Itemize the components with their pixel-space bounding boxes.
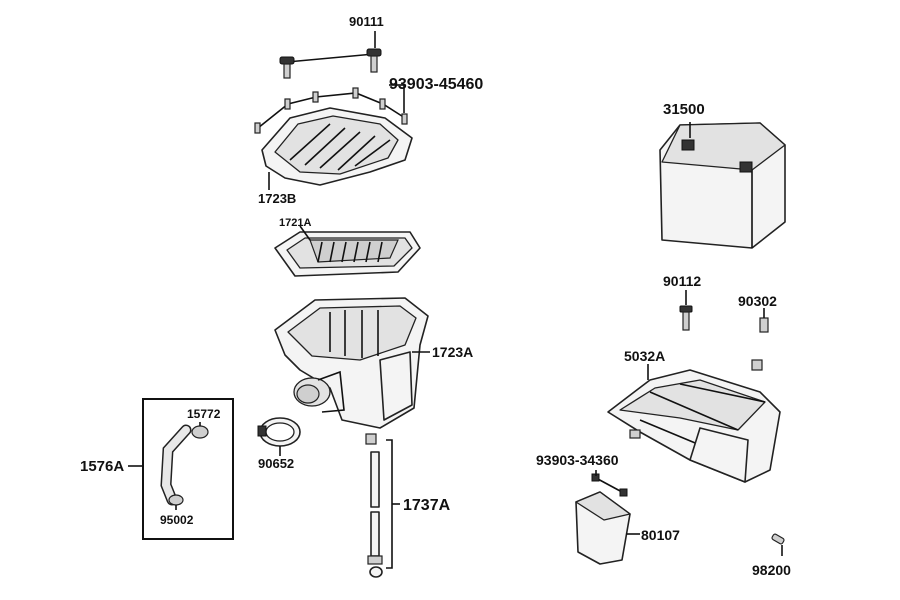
air-filter-1721A xyxy=(274,225,421,277)
drain-hose-1737A xyxy=(367,439,400,578)
label-1723B: 1723B xyxy=(258,191,296,206)
pin-98200 xyxy=(771,533,785,556)
airbox-body-1723A xyxy=(274,297,430,445)
bolt-90112 xyxy=(679,290,693,331)
label-1576A: 1576A xyxy=(80,458,124,475)
battery-31500 xyxy=(659,122,786,249)
label-1737A: 1737A xyxy=(403,497,451,514)
label-95002: 95002 xyxy=(160,513,194,527)
label-1723A: 1723A xyxy=(432,344,473,360)
label-93903-34360: 93903-34360 xyxy=(536,452,619,468)
part-labels: 90111 93903-45460 1723B 1721A 1723A 1577… xyxy=(80,14,791,578)
label-31500: 31500 xyxy=(663,101,705,118)
bolt-set-90111 xyxy=(279,31,382,79)
screw-row-93903-45460 xyxy=(254,84,408,134)
airbox-cover-1723B xyxy=(261,107,413,190)
cover-80107 xyxy=(575,491,640,565)
label-90111: 90111 xyxy=(349,14,384,29)
clip-90302 xyxy=(759,308,769,333)
label-1721A: 1721A xyxy=(279,217,311,229)
label-80107: 80107 xyxy=(641,527,680,543)
label-90652: 90652 xyxy=(258,456,294,471)
cable-tie-93903-34360 xyxy=(591,470,628,497)
label-90112: 90112 xyxy=(663,273,701,289)
label-98200: 98200 xyxy=(752,562,791,578)
clamp-90652 xyxy=(257,417,301,456)
label-90302: 90302 xyxy=(738,293,777,309)
label-93903-45460: 93903-45460 xyxy=(389,76,483,93)
battery-tray-5032A xyxy=(607,359,781,483)
hose-kit-1576A xyxy=(128,398,234,540)
label-5032A: 5032A xyxy=(624,348,665,364)
label-15772: 15772 xyxy=(187,407,221,421)
